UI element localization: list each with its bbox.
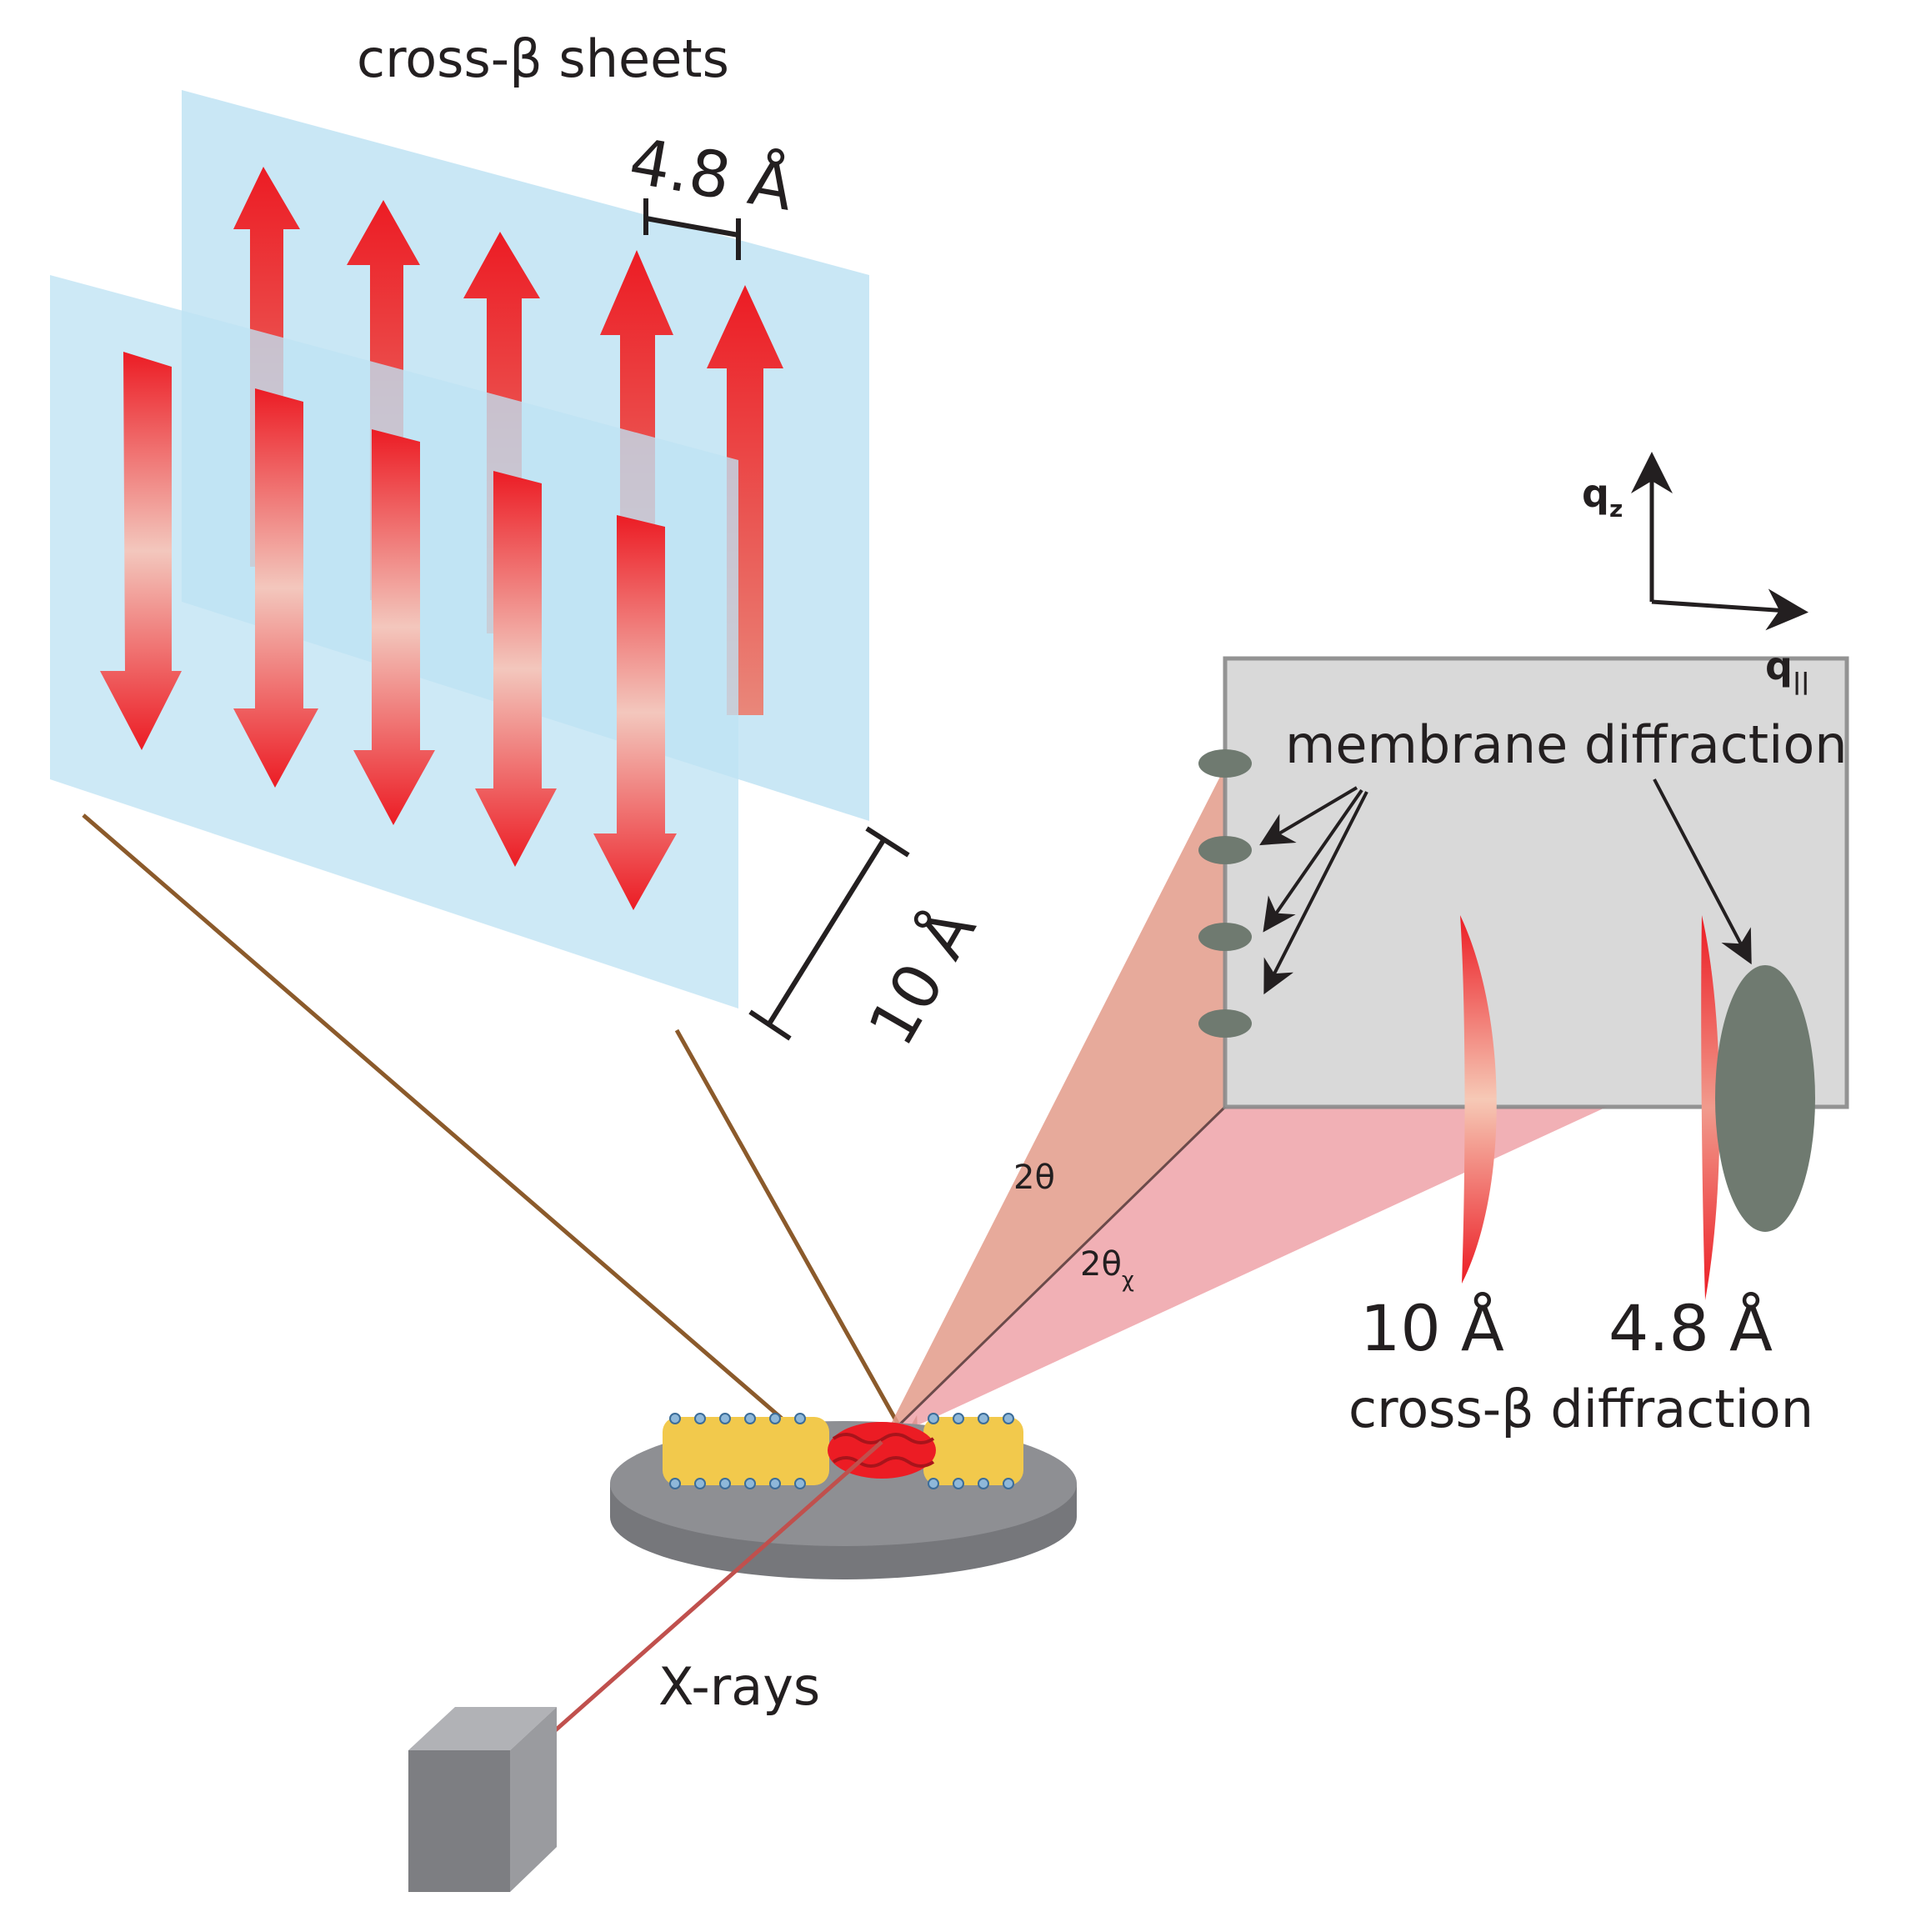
xray-beam: [537, 1440, 883, 1747]
angle-2theta-label: 2θ: [1013, 1159, 1055, 1197]
angle-2theta-chi-label: 2θχ: [1080, 1245, 1134, 1293]
peak-48-label: 4.8 Å: [1608, 1291, 1773, 1365]
axis-qpar-label: q||: [1765, 643, 1809, 695]
cone-2theta-chi: [882, 1107, 1607, 1442]
double-arrow-icon: [707, 285, 783, 715]
cross-beta-peak-10: [1460, 915, 1497, 1284]
membrane-diffraction-label: membrane diffraction: [1285, 714, 1848, 775]
double-arrow-icon: [100, 352, 182, 750]
cross-beta-sheets-label: cross-β sheets: [357, 28, 729, 89]
cone-2theta: [882, 767, 1225, 1442]
xray-source-cube-icon: [408, 1707, 557, 1892]
spacing-10-marker: 10 Å: [748, 826, 991, 1058]
double-arrow-icon: [353, 429, 435, 825]
spacing-48-label: 4.8 Å: [624, 123, 798, 225]
membrane-arrows: [1259, 778, 1752, 995]
axis-arrows-icon: [1631, 452, 1808, 631]
membrane-spots: [1198, 749, 1252, 1038]
peak-10-label: 10 Å: [1360, 1291, 1504, 1365]
membrane-spot: [1198, 1009, 1252, 1038]
front-strands: [100, 352, 677, 910]
double-arrow-icon: [233, 388, 318, 788]
membrane-spot: [1198, 923, 1252, 951]
xrays-label: X-rays: [658, 1656, 820, 1717]
axis-qz-label: qz: [1582, 471, 1623, 523]
membrane-spot: [1198, 749, 1252, 778]
projection-lines: [82, 813, 919, 1462]
membrane-peak-ellipse: [1715, 965, 1815, 1232]
double-arrow-icon: [475, 471, 557, 867]
cross-beta-peak-48: [1701, 915, 1815, 1300]
diffraction-cones: [880, 767, 1607, 1444]
double-arrow-icon: [593, 515, 677, 910]
cross-beta-diffraction-label: cross-β diffraction: [1348, 1379, 1813, 1439]
membrane-spot: [1198, 836, 1252, 864]
fibril: [828, 1422, 936, 1479]
spacing-10-label: 10 Å: [854, 896, 991, 1058]
